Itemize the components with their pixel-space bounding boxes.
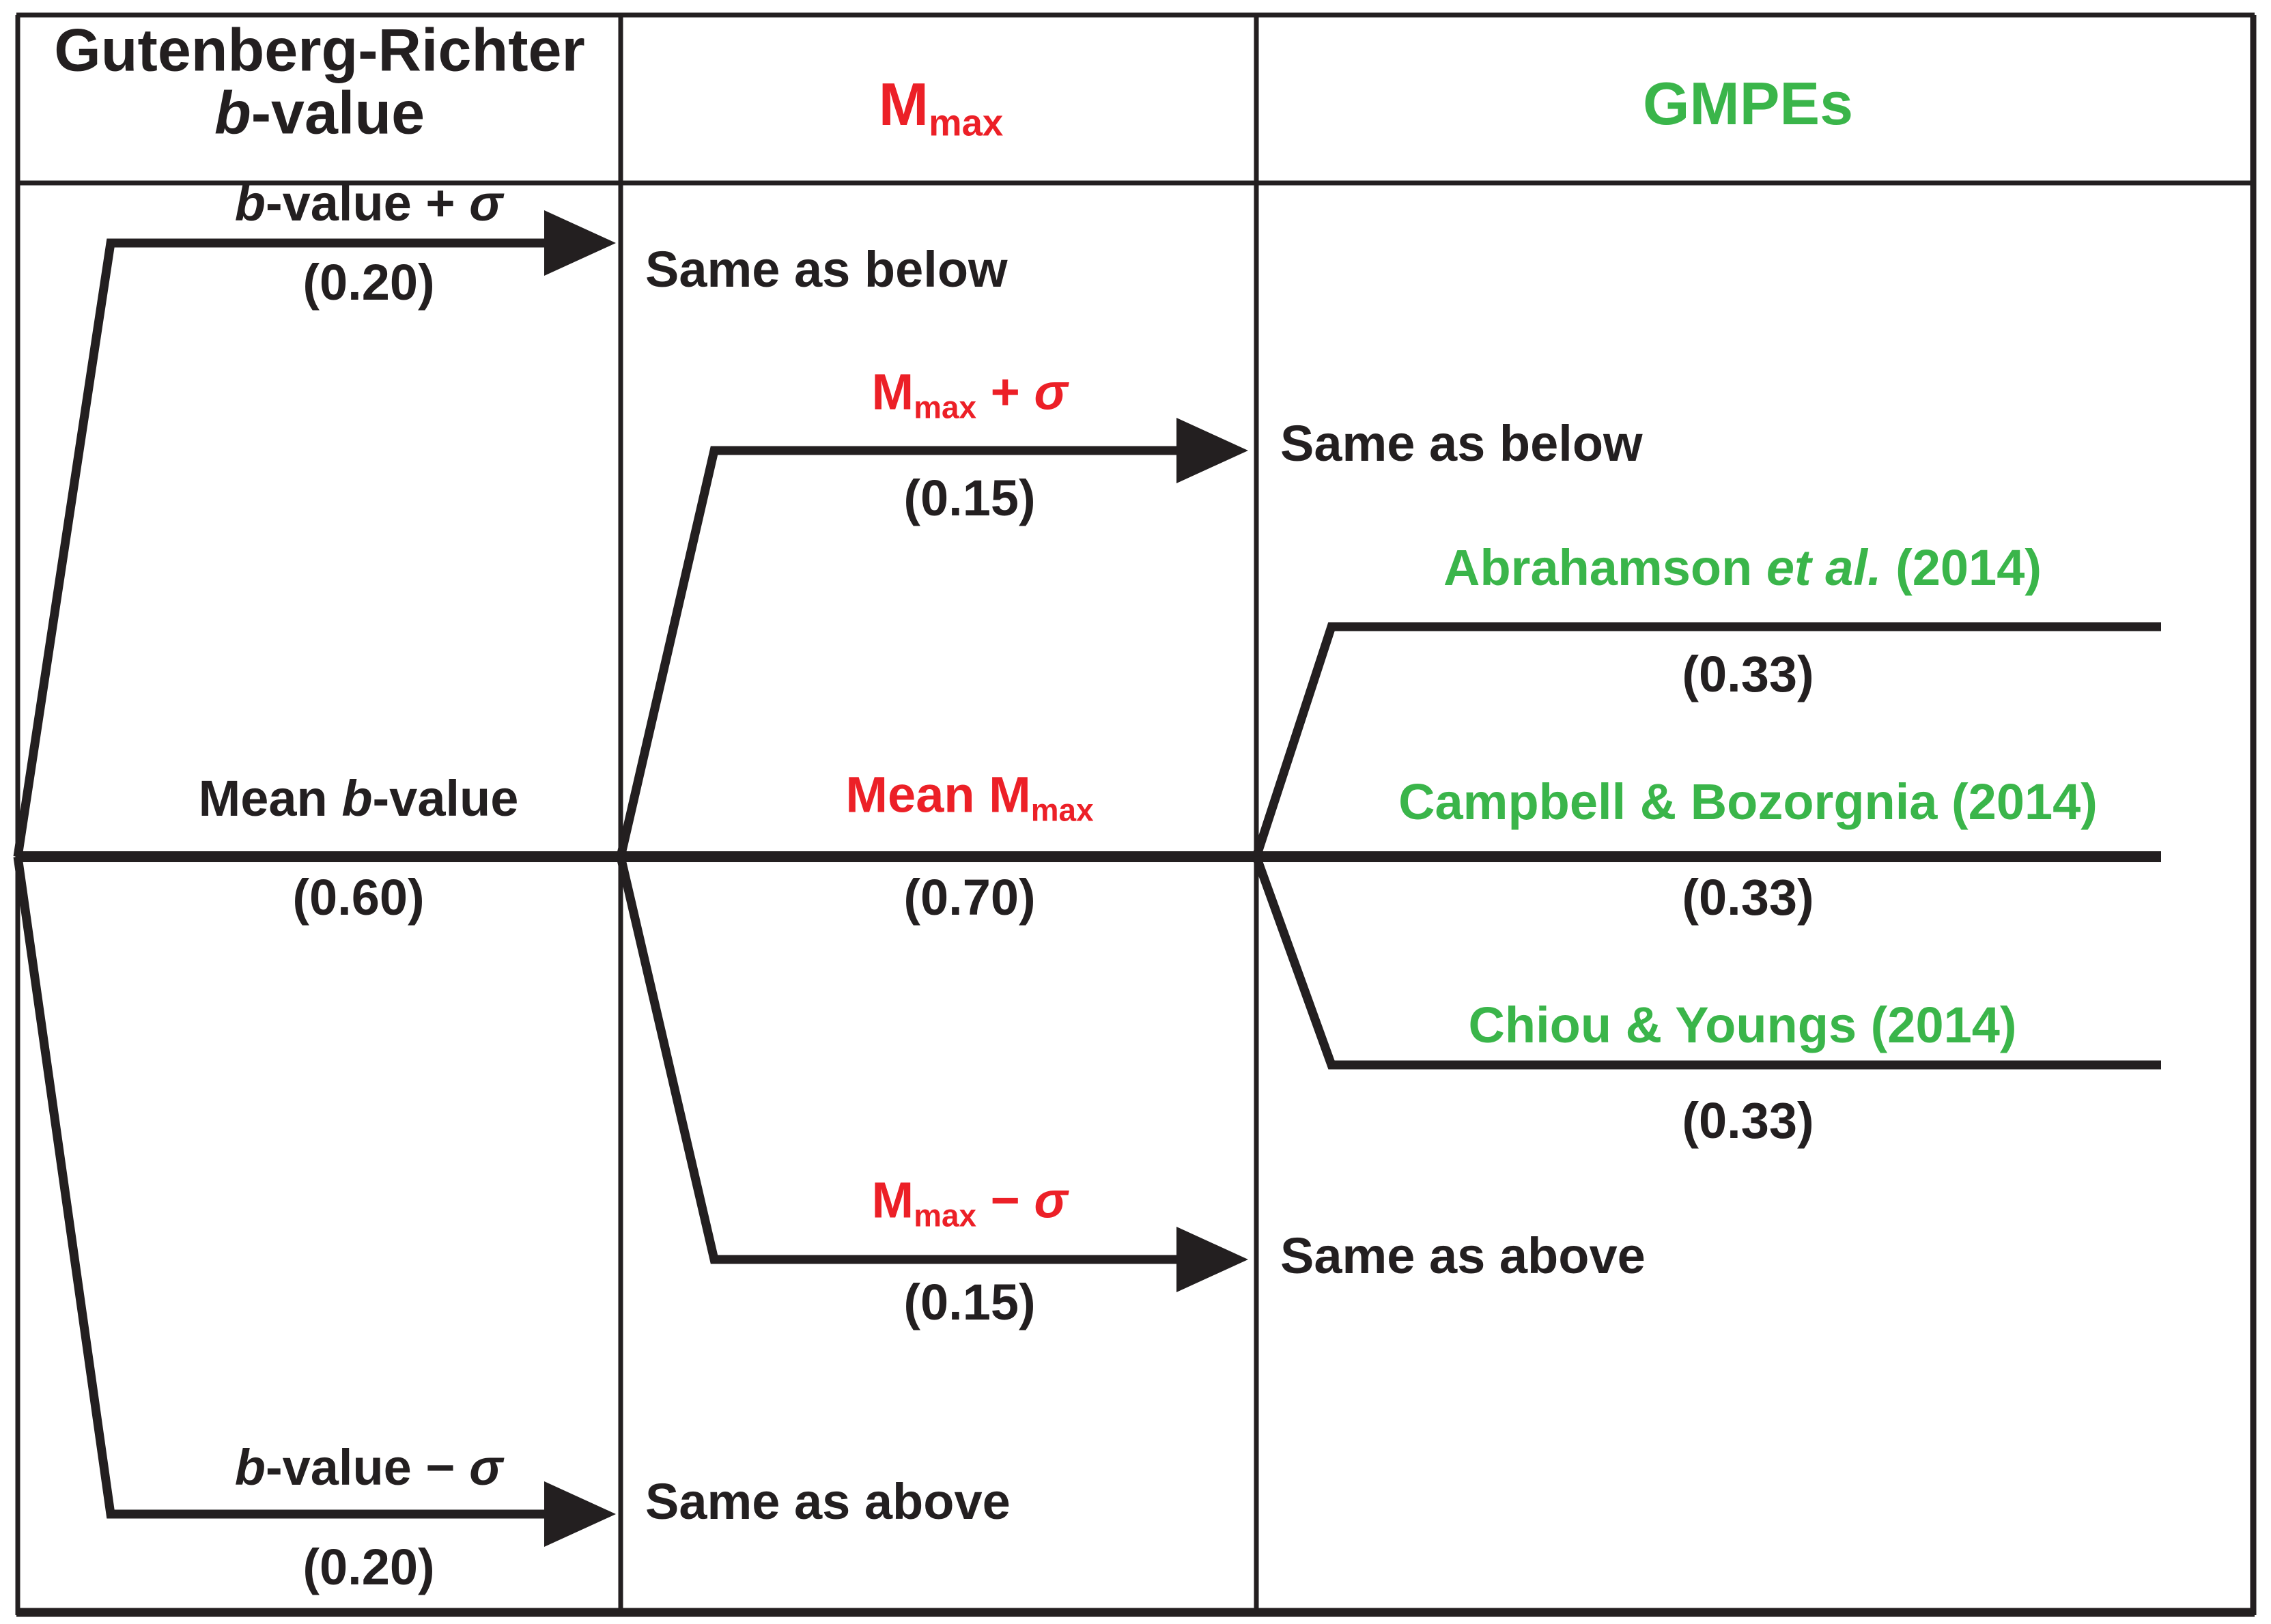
- branch-weight: (0.33): [1682, 1092, 1814, 1150]
- same-as-below-label: Same as below: [645, 241, 1008, 298]
- header-line-1: Gutenberg-Richter: [54, 16, 585, 84]
- branch-label-mmax-plus: Mmax + σ: [871, 363, 1068, 425]
- branch-label-bvalue-minus: b-value − σ: [234, 1439, 503, 1496]
- branch-weight: (0.60): [292, 869, 425, 926]
- branch-weight: (0.15): [903, 1274, 1036, 1331]
- branch-label-bvalue-mean: Mean b-value: [198, 770, 519, 827]
- arrowhead-icon: [1176, 418, 1248, 483]
- same-as-above-label: Same as above: [645, 1473, 1011, 1530]
- branch-line-bvalue-minus: [13, 856, 551, 1519]
- same-as-below-label: Same as below: [1280, 415, 1643, 472]
- gmpe-label-abrahamson: Abrahamson et al. (2014): [1443, 539, 2042, 597]
- branch-line-gmpe-chiou: [1252, 855, 2161, 1070]
- branch-line-gmpe-abrahamson: [1252, 622, 2161, 859]
- header-line-2: b-value: [214, 79, 425, 147]
- branch-label-mmax-minus: Mmax − σ: [871, 1171, 1068, 1234]
- branch-weight: (0.33): [1682, 646, 1814, 703]
- branch-weight: (0.33): [1682, 869, 1814, 926]
- column-header-bvalue: Gutenberg-Richter b-value: [54, 16, 585, 147]
- branch-line-mmax-plus: [616, 446, 1180, 858]
- column-header-mmax: Mmax: [878, 70, 1004, 144]
- branch-weight: (0.20): [302, 254, 435, 311]
- branch-weight: (0.15): [903, 470, 1036, 527]
- gmpe-label-chiou: Chiou & Youngs (2014): [1468, 997, 2017, 1054]
- arrowhead-icon: [544, 210, 616, 276]
- branch-label-mmax-mean: Mean Mmax: [845, 766, 1094, 828]
- branch-line-mmax-minus: [616, 855, 1180, 1264]
- branch-line-bvalue-plus: [13, 238, 551, 857]
- branch-weight: (0.20): [302, 1539, 435, 1596]
- gmpe-label-campbell: Campbell & Bozorgnia (2014): [1398, 773, 2098, 831]
- column-header-gmpes: GMPEs: [1642, 69, 1854, 137]
- branch-label-bvalue-plus: b-value + σ: [234, 175, 503, 232]
- same-as-above-label: Same as above: [1280, 1227, 1646, 1285]
- arrowhead-icon: [544, 1481, 616, 1547]
- branch-weight: (0.70): [903, 869, 1036, 926]
- arrowhead-icon: [1176, 1227, 1248, 1292]
